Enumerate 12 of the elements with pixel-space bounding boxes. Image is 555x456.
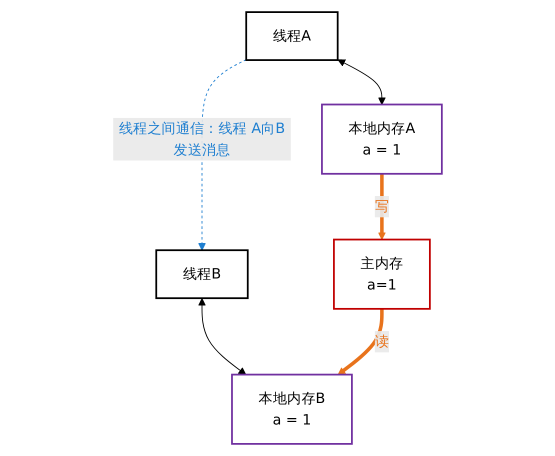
arrow bbox=[338, 59, 386, 105]
edge-label: 线程之间通信：线程 A向B发送消息 bbox=[118, 120, 286, 158]
arrow bbox=[378, 174, 386, 240]
node-box: 线程A bbox=[245, 11, 339, 61]
node-box: 本地内存B a = 1 bbox=[231, 374, 353, 445]
edge-label: 读 bbox=[374, 332, 389, 350]
arrow bbox=[198, 298, 246, 375]
node-box: 本地内存A a = 1 bbox=[321, 104, 443, 175]
edge-label: 写 bbox=[374, 198, 389, 215]
node-box: 线程B bbox=[155, 249, 249, 300]
node-box: 主内存 a=1 bbox=[333, 238, 431, 310]
arrow bbox=[338, 308, 384, 375]
